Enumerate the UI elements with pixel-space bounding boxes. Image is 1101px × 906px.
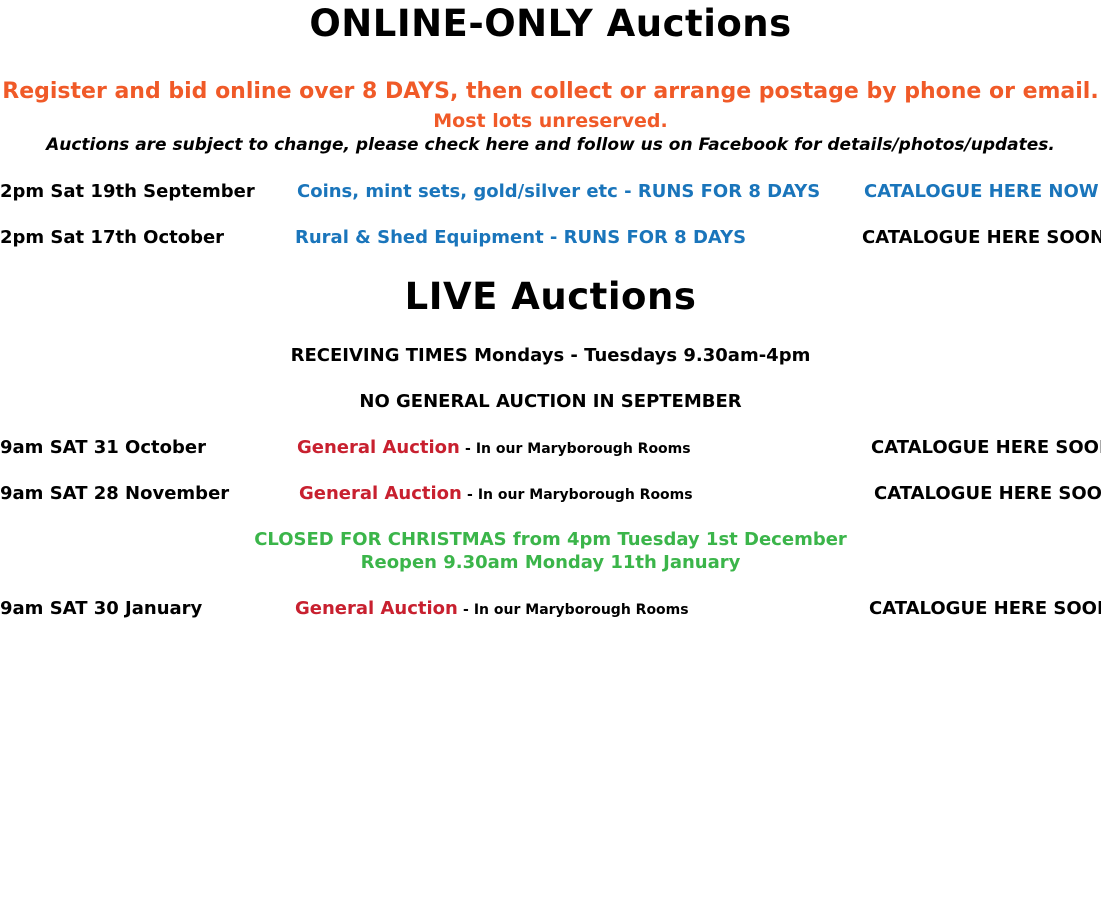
- live-auctions-title: LIVE Auctions: [404, 275, 697, 318]
- live-item-detail: General Auction - In our Maryborough Roo…: [297, 437, 691, 458]
- live-item-detail: General Auction - In our Maryborough Roo…: [295, 598, 689, 619]
- catalogue-here-now-link[interactable]: CATALOGUE HERE NOW: [864, 181, 1099, 202]
- live-item-detail: General Auction - In our Maryborough Roo…: [299, 483, 693, 504]
- separator: -: [462, 602, 469, 618]
- no-general-auction-notice: NO GENERAL AUCTION IN SEPTEMBER: [359, 391, 742, 412]
- online-auctions-title: ONLINE-ONLY Auctions: [309, 2, 792, 45]
- facebook-note: Auctions are subject to change, please c…: [0, 135, 1101, 155]
- catalogue-here-soon-label: CATALOGUE HERE SOON: [869, 598, 1101, 619]
- live-item-date: 9am SAT 31 October: [0, 437, 206, 458]
- general-auction-label: General Auction: [299, 483, 462, 504]
- online-item-date: 2pm Sat 17th October: [0, 227, 225, 248]
- location-label: In our Maryborough Rooms: [477, 487, 693, 503]
- facebook-note-text: Auctions are subject to change, please c…: [46, 135, 1055, 155]
- online-item-date: 2pm Sat 19th September: [0, 181, 255, 202]
- general-auction-label: General Auction: [297, 437, 460, 458]
- reopen-notice: Reopen 9.30am Monday 11th January: [360, 552, 741, 573]
- catalogue-here-soon-label: CATALOGUE HERE SOON: [871, 437, 1101, 458]
- general-auction-label: General Auction: [295, 598, 458, 619]
- location-label: In our Maryborough Rooms: [475, 441, 691, 457]
- receiving-times: RECEIVING TIMES Mondays - Tuesdays 9.30a…: [290, 345, 811, 366]
- live-item-date: 9am SAT 28 November: [0, 483, 230, 504]
- live-item-date: 9am SAT 30 January: [0, 598, 203, 619]
- separator: -: [466, 487, 473, 503]
- christmas-closed-notice: CLOSED FOR CHRISTMAS from 4pm Tuesday 1s…: [254, 529, 847, 550]
- catalogue-here-soon-label: CATALOGUE HERE SOON: [874, 483, 1101, 504]
- separator: -: [464, 441, 471, 457]
- online-item-description-link[interactable]: Coins, mint sets, gold/silver etc - RUNS…: [297, 181, 821, 202]
- unreserved-line: Most lots unreserved.: [433, 110, 668, 132]
- location-label: In our Maryborough Rooms: [473, 602, 689, 618]
- online-item-description: Rural & Shed Equipment - RUNS FOR 8 DAYS: [295, 227, 747, 248]
- register-bid-line: Register and bid online over 8 DAYS, the…: [2, 79, 1099, 104]
- catalogue-here-soon-label: CATALOGUE HERE SOON: [862, 227, 1101, 248]
